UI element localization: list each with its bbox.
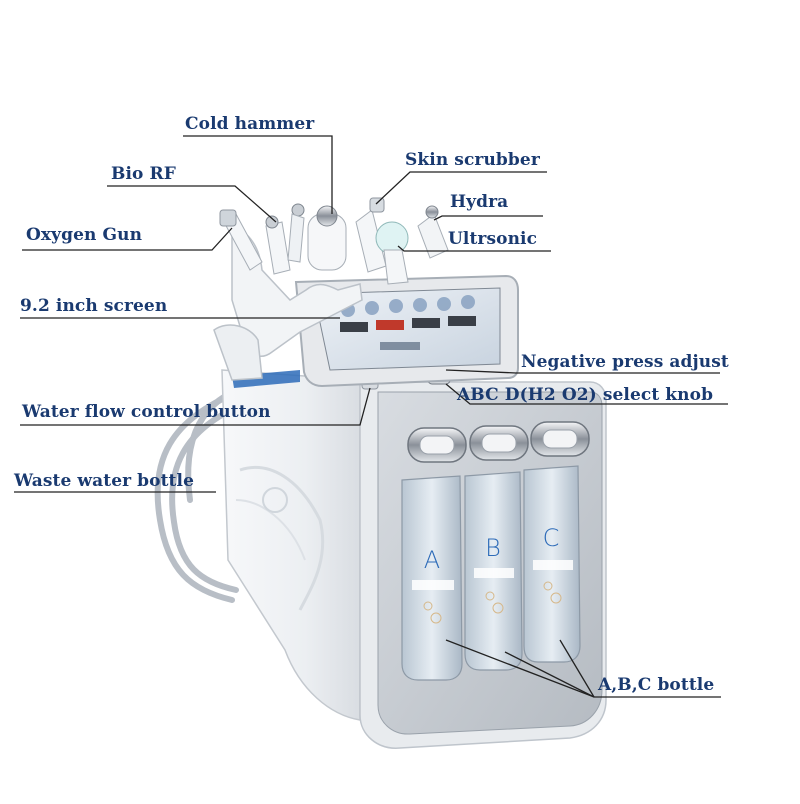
- hydra-handpiece[interactable]: [417, 205, 449, 259]
- handpieces: [219, 197, 449, 285]
- label-cold-hammer: Cold hammer: [185, 114, 315, 134]
- leader-bio-rf: [107, 185, 277, 223]
- bottle-button-a[interactable]: [407, 427, 467, 463]
- label-water-flow: Water flow control button: [22, 402, 271, 422]
- label-select-knob: ABC D(H2 O2) select knob: [457, 385, 714, 405]
- leader-water-flow: [20, 387, 371, 426]
- label-waste-bottle: Waste water bottle: [14, 471, 194, 491]
- bottle-b: B: [464, 471, 523, 671]
- label-skin-scrubber: Skin scrubber: [405, 150, 540, 170]
- bottle-label-b: B: [485, 534, 501, 562]
- label-abc-bottle: A,B,C bottle: [598, 675, 715, 695]
- leader-cold-hammer: [183, 135, 333, 214]
- leader-select-knob: [445, 383, 728, 405]
- bottle-c: C: [523, 465, 581, 663]
- cold-hammer-handpiece[interactable]: [307, 205, 347, 271]
- bottle-a: A: [401, 475, 463, 681]
- leader-lines: [14, 135, 728, 698]
- label-screen: 9.2 inch screen: [20, 296, 168, 316]
- handpiece-holder: [213, 227, 363, 381]
- bottle-button-b[interactable]: [469, 425, 529, 461]
- label-ultrasonic: Ultrsonic: [448, 229, 538, 249]
- leader-hydra: [433, 215, 543, 221]
- bio-rf-handpiece[interactable]: [265, 203, 305, 275]
- bottle-buttons: [407, 421, 590, 463]
- leader-ultrasonic: [397, 245, 551, 252]
- label-negative-press: Negative press adjust: [521, 352, 729, 372]
- leader-oxygen-gun: [22, 227, 233, 251]
- leader-negative-press: [445, 369, 720, 374]
- label-oxygen-gun: Oxygen Gun: [26, 225, 143, 245]
- oxygen-gun-handpiece[interactable]: [219, 209, 263, 271]
- ultrasonic-handpiece[interactable]: [375, 221, 409, 285]
- label-bio-rf: Bio RF: [111, 164, 176, 184]
- bottle-label-a: A: [424, 546, 440, 574]
- bottle-label-c: C: [543, 524, 560, 552]
- label-hydra: Hydra: [450, 192, 509, 212]
- leader-skin-scrubber: [375, 171, 547, 205]
- skin-scrubber-handpiece[interactable]: [355, 197, 387, 273]
- bottles: A B C: [401, 465, 581, 681]
- bottle-button-c[interactable]: [530, 421, 590, 457]
